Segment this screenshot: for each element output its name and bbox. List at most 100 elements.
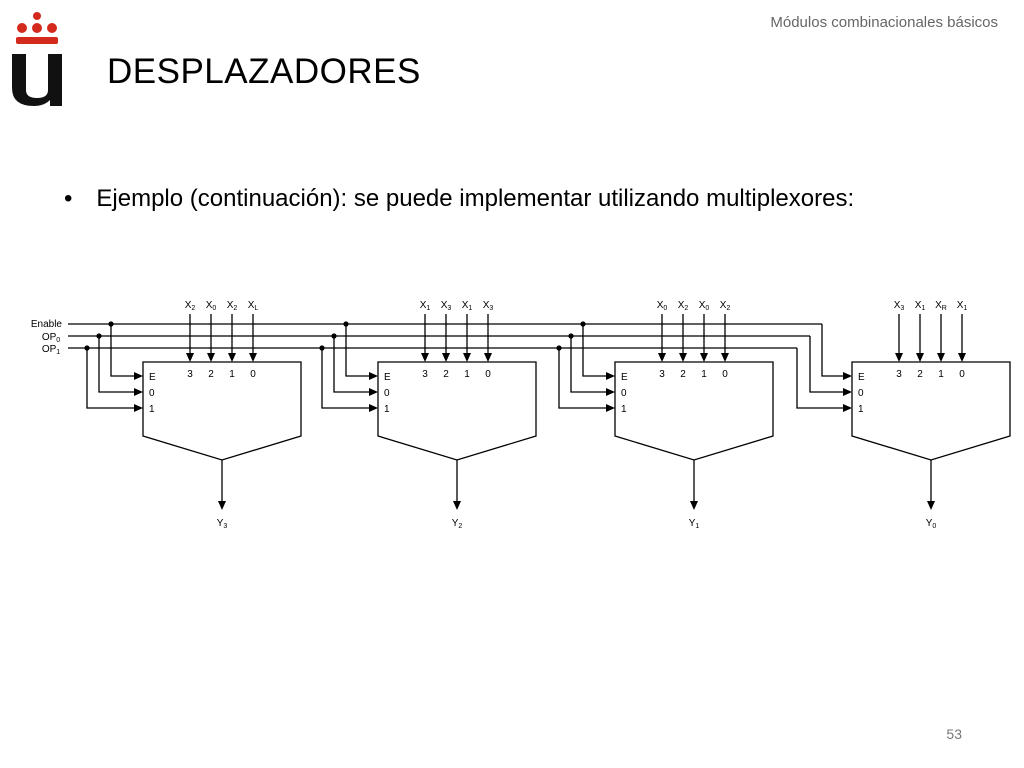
data-input-label: X0 bbox=[699, 300, 710, 312]
mux-select1-label: 1 bbox=[384, 404, 390, 415]
data-input-label: X1 bbox=[915, 300, 926, 312]
mux-input-index: 1 bbox=[464, 369, 470, 380]
op1-branch bbox=[86, 348, 141, 409]
logo-dot bbox=[47, 23, 57, 33]
arrow-head bbox=[927, 501, 935, 510]
output-label: Y0 bbox=[926, 518, 937, 530]
arrow-head bbox=[207, 353, 215, 362]
op0-branch bbox=[98, 336, 141, 393]
mux-enable-label: E bbox=[149, 372, 156, 383]
mux-input-index: 0 bbox=[722, 369, 728, 380]
op0-label: OP0 bbox=[42, 332, 60, 344]
data-input-label: X0 bbox=[206, 300, 217, 312]
data-input-label: X2 bbox=[185, 300, 196, 312]
logo-u bbox=[12, 54, 62, 106]
mux-select1-label: 1 bbox=[149, 404, 155, 415]
data-input-label: X1 bbox=[462, 300, 473, 312]
data-input-label: X2 bbox=[720, 300, 731, 312]
arrow-head bbox=[369, 404, 378, 412]
arrow-head bbox=[484, 353, 492, 362]
arrow-head bbox=[186, 353, 194, 362]
page-number: 53 bbox=[946, 726, 962, 742]
mux-input-index: 3 bbox=[896, 369, 902, 380]
op1-branch bbox=[796, 348, 850, 409]
enable-branch bbox=[110, 324, 141, 377]
logo-dot bbox=[32, 23, 42, 33]
output-label: Y1 bbox=[689, 518, 700, 530]
section-header: Módulos combinacionales básicos bbox=[770, 14, 998, 31]
multiplexer-block bbox=[377, 361, 537, 461]
mux-select0-label: 0 bbox=[149, 388, 155, 399]
arrow-head bbox=[369, 372, 378, 380]
arrow-head bbox=[228, 353, 236, 362]
logo-bar bbox=[16, 37, 58, 44]
output-label: Y3 bbox=[217, 518, 228, 530]
arrow-head bbox=[606, 404, 615, 412]
data-input-label: X0 bbox=[657, 300, 668, 312]
op0-branch bbox=[570, 336, 613, 393]
data-input-label: X3 bbox=[894, 300, 905, 312]
mux-input-index: 0 bbox=[250, 369, 256, 380]
mux-input-index: 2 bbox=[443, 369, 449, 380]
logo-dot-top bbox=[33, 12, 41, 20]
mux-select1-label: 1 bbox=[621, 404, 627, 415]
mux-select0-label: 0 bbox=[384, 388, 390, 399]
arrow-head bbox=[442, 353, 450, 362]
mux-select1-label: 1 bbox=[858, 404, 864, 415]
multiplexer-block bbox=[851, 361, 1011, 461]
mux-select0-label: 0 bbox=[621, 388, 627, 399]
mux-input-index: 3 bbox=[422, 369, 428, 380]
arrow-head bbox=[421, 353, 429, 362]
mux-input-index: 0 bbox=[485, 369, 491, 380]
multiplexer-block bbox=[614, 361, 774, 461]
enable-branch bbox=[582, 324, 613, 377]
data-input-label: X3 bbox=[441, 300, 452, 312]
arrow-head bbox=[679, 353, 687, 362]
enable-branch bbox=[345, 324, 376, 377]
arrow-head bbox=[218, 501, 226, 510]
bullet-marker: • bbox=[64, 185, 73, 212]
output-label: Y2 bbox=[452, 518, 463, 530]
arrow-head bbox=[658, 353, 666, 362]
mux-input-index: 1 bbox=[701, 369, 707, 380]
data-input-label: XR bbox=[935, 300, 947, 312]
mux-enable-label: E bbox=[621, 372, 628, 383]
arrow-head bbox=[249, 353, 257, 362]
mux-input-index: 3 bbox=[659, 369, 665, 380]
enable-branch bbox=[821, 324, 850, 377]
mux-input-index: 1 bbox=[229, 369, 235, 380]
mux-input-index: 2 bbox=[208, 369, 214, 380]
data-input-label: XL bbox=[248, 300, 259, 312]
data-input-label: X2 bbox=[678, 300, 689, 312]
arrow-head bbox=[843, 372, 852, 380]
bullet-item: • Ejemplo (continuación): se puede imple… bbox=[64, 185, 854, 213]
op0-branch bbox=[333, 336, 376, 393]
arrow-head bbox=[134, 404, 143, 412]
arrow-head bbox=[721, 353, 729, 362]
op0-branch bbox=[809, 336, 850, 393]
data-input-label: X1 bbox=[420, 300, 431, 312]
arrow-head bbox=[937, 353, 945, 362]
arrow-head bbox=[606, 372, 615, 380]
arrow-head bbox=[606, 388, 615, 396]
data-input-label: X2 bbox=[227, 300, 238, 312]
arrow-head bbox=[369, 388, 378, 396]
mux-input-index: 2 bbox=[917, 369, 923, 380]
arrow-head bbox=[690, 501, 698, 510]
op1-label: OP1 bbox=[42, 344, 60, 356]
arrow-head bbox=[843, 404, 852, 412]
data-input-label: X1 bbox=[957, 300, 968, 312]
mux-input-index: 1 bbox=[938, 369, 944, 380]
data-input-label: X3 bbox=[483, 300, 494, 312]
mux-input-index: 2 bbox=[680, 369, 686, 380]
mux-enable-label: E bbox=[858, 372, 865, 383]
arrow-head bbox=[134, 388, 143, 396]
op1-branch bbox=[558, 348, 613, 409]
bullet-text: Ejemplo (continuación): se puede impleme… bbox=[96, 185, 855, 212]
op1-branch bbox=[321, 348, 376, 409]
arrow-head bbox=[700, 353, 708, 362]
arrow-head bbox=[453, 501, 461, 510]
arrow-head bbox=[916, 353, 924, 362]
mux-select0-label: 0 bbox=[858, 388, 864, 399]
